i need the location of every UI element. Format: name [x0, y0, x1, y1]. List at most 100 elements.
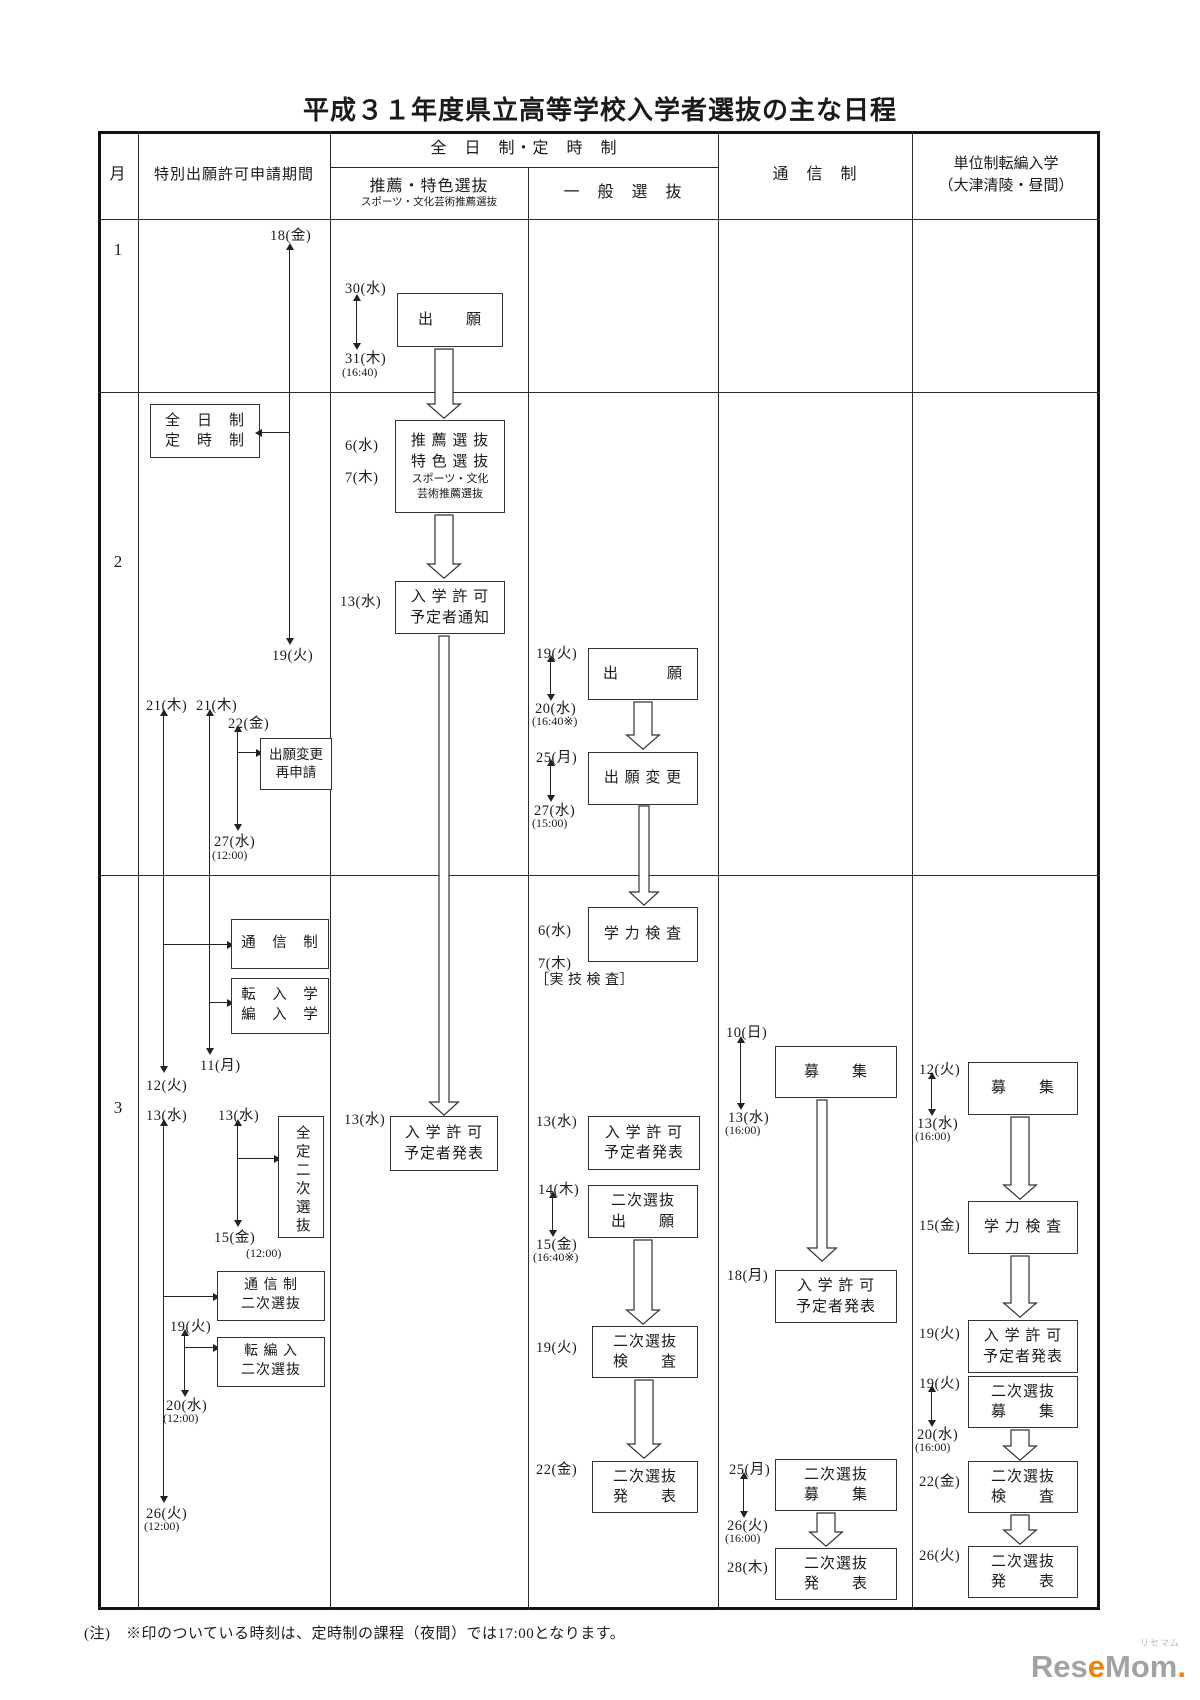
- box-niji-sembatsu-happyo: 二次選抜 発 表: [592, 1461, 698, 1513]
- date-label: 18(月): [727, 1268, 769, 1284]
- date-label: 19(火): [536, 1340, 578, 1356]
- date-label: 27(水): [534, 803, 576, 819]
- block-arrow-down-icon: [1001, 1116, 1039, 1200]
- date-label: 13(水): [340, 594, 382, 610]
- date-label: 22(金): [919, 1474, 961, 1490]
- date-label: 12(火): [146, 1078, 188, 1094]
- block-arrow-down-icon: [806, 1099, 838, 1263]
- date-label: 19(火): [536, 646, 578, 662]
- date-label: 13(水): [917, 1116, 959, 1132]
- block-arrow-down-icon: [625, 1379, 663, 1459]
- time-label: (16:40): [342, 365, 378, 379]
- column-line: [138, 131, 139, 1610]
- date-label: 19(火): [170, 1319, 212, 1335]
- branch-arrow-right: [237, 1154, 281, 1163]
- box-niji-sembatsu-happyo: 二次選抜 発 表: [775, 1548, 897, 1600]
- box-niji-sembatsu-shutsugan: 二次選抜 出 願: [588, 1185, 698, 1238]
- header-suisen-main: 推薦・特色選抜: [369, 177, 489, 195]
- month-label-3: 3: [113, 1098, 123, 1117]
- branch-arrow-right: [163, 940, 234, 949]
- date-label: 6(水): [345, 438, 379, 454]
- label-jitsugi-kensa: ［実 技 検 査］: [535, 973, 634, 988]
- range-arrow: [205, 709, 214, 1055]
- box-shutsugan: 出 願: [397, 293, 503, 347]
- box-shutsugan-henko-saishinsei: 出願変更 再申請: [260, 738, 332, 790]
- date-label: 7(木): [345, 470, 379, 486]
- date-label: 20(水): [917, 1427, 959, 1443]
- date-label: 13(水): [218, 1108, 260, 1124]
- box-niji-sembatsu-boshu: 二次選抜 募 集: [775, 1459, 897, 1511]
- resemom-watermark: リセマム ReseMom.: [1031, 1636, 1186, 1685]
- date-label: 6(水): [538, 923, 572, 939]
- date-label: 19(火): [272, 648, 314, 664]
- column-line: [330, 131, 331, 1610]
- page-title: 平成３１年度県立高等学校入学者選抜の主な日程: [302, 95, 897, 125]
- box-gakuryoku-kensa: 学 力 検 査: [588, 907, 698, 962]
- box-niji-sembatsu-boshu: 二次選抜 募 集: [968, 1376, 1078, 1428]
- date-label: 27(水): [214, 834, 256, 850]
- box-niji-sembatsu-happyo: 二次選抜 発 表: [968, 1546, 1078, 1598]
- range-arrow: [180, 1329, 189, 1397]
- branch-arrow-right: [163, 1292, 220, 1301]
- header-special-period: 特別出願許可申請期間: [153, 166, 314, 183]
- date-label: 20(水): [166, 1398, 208, 1414]
- block-arrow-down-icon: [1001, 1429, 1039, 1461]
- box-suisen-sembatsu: 推 薦 選 抜 特 色 選 抜 スポーツ・文化 芸術推薦選抜: [395, 420, 505, 513]
- header-tanisei: 単位制転編入学 （大津清陵・昼間）: [912, 131, 1100, 219]
- date-label: 30(水): [345, 281, 387, 297]
- time-label: (12:00): [163, 1411, 199, 1425]
- date-label: 13(水): [728, 1110, 770, 1126]
- time-label: (15:00): [532, 816, 568, 830]
- time-label: (16:00): [725, 1123, 761, 1137]
- box-nyugaku-kyoka-tsuchi: 入 学 許 可 予定者通知: [395, 581, 505, 634]
- header-tanisei-main: 単位制転編入学: [953, 155, 1059, 172]
- box-zentei-niji-sembatsu: 全定二次選抜: [278, 1116, 324, 1238]
- row-line-month2-3: [98, 875, 1100, 876]
- watermark-ruby: リセマム: [1139, 1638, 1180, 1648]
- box-nyugaku-kyoka-happyo: 入 学 許 可 予定者発表: [968, 1320, 1078, 1373]
- header-ippan-sembatsu: 一 般 選 抜: [563, 184, 683, 201]
- branch-arrow-right: [209, 998, 234, 1007]
- box-tsushinsei: 通 信 制: [231, 919, 329, 969]
- range-arrow: [285, 243, 294, 645]
- date-label: 19(火): [919, 1376, 961, 1392]
- box-niji-sembatsu-kensa: 二次選抜 検 査: [968, 1461, 1078, 1513]
- block-arrow-down-icon: [428, 635, 460, 1117]
- header-fulltime-parttime: 全 日 制・定 時 制: [430, 140, 618, 157]
- date-label: 19(火): [919, 1326, 961, 1342]
- date-label: 26(火): [919, 1548, 961, 1564]
- range-arrow: [546, 759, 555, 802]
- range-arrow: [927, 1072, 936, 1116]
- date-label: 25(月): [536, 750, 578, 766]
- header-suisen-sub: スポーツ・文化芸術推薦選抜: [360, 196, 498, 208]
- box-niji-sembatsu-kensa: 二次選抜 検 査: [592, 1326, 698, 1378]
- range-arrow: [546, 655, 555, 701]
- date-label: 22(金): [536, 1462, 578, 1478]
- date-label: 21(木): [146, 698, 188, 714]
- watermark-logo: ReseMom.: [1030, 1649, 1186, 1684]
- box-suisen-sub: スポーツ・文化 芸術推薦選抜: [411, 472, 489, 500]
- range-arrow: [927, 1385, 936, 1427]
- range-arrow: [548, 1191, 557, 1237]
- box-tennyugaku-hennyugaku: 転 入 学 編 入 学: [231, 978, 329, 1034]
- date-label: 20(水): [535, 701, 577, 717]
- date-label: 10(日): [726, 1025, 768, 1041]
- block-arrow-down-icon: [1001, 1514, 1039, 1545]
- date-label: 13(水): [146, 1108, 188, 1124]
- date-label: 7(木): [538, 956, 572, 972]
- time-label: (16:40※): [533, 1250, 579, 1264]
- box-nyugaku-kyoka-happyo: 入 学 許 可 予定者発表: [588, 1116, 700, 1170]
- time-label: (12:00): [246, 1246, 282, 1260]
- date-label: 15(金): [919, 1218, 961, 1234]
- date-label: 18(金): [270, 228, 312, 244]
- block-arrow-down-icon: [624, 701, 662, 750]
- range-arrow: [739, 1472, 748, 1518]
- date-label: 28(木): [727, 1560, 769, 1576]
- box-nyugaku-kyoka-happyo: 入 学 許 可 予定者発表: [390, 1116, 498, 1171]
- box-tenpennyu-niji-sembatsu: 転 編 入 二次選抜: [217, 1337, 325, 1387]
- header-suisen-tokushoku: 推薦・特色選抜 スポーツ・文化芸術推薦選抜: [330, 167, 528, 219]
- box-shutsugan-henko: 出 願 変 更: [588, 752, 698, 805]
- box-gakuryoku-kensa: 学 力 検 査: [968, 1201, 1078, 1254]
- block-arrow-down-icon: [1001, 1255, 1039, 1318]
